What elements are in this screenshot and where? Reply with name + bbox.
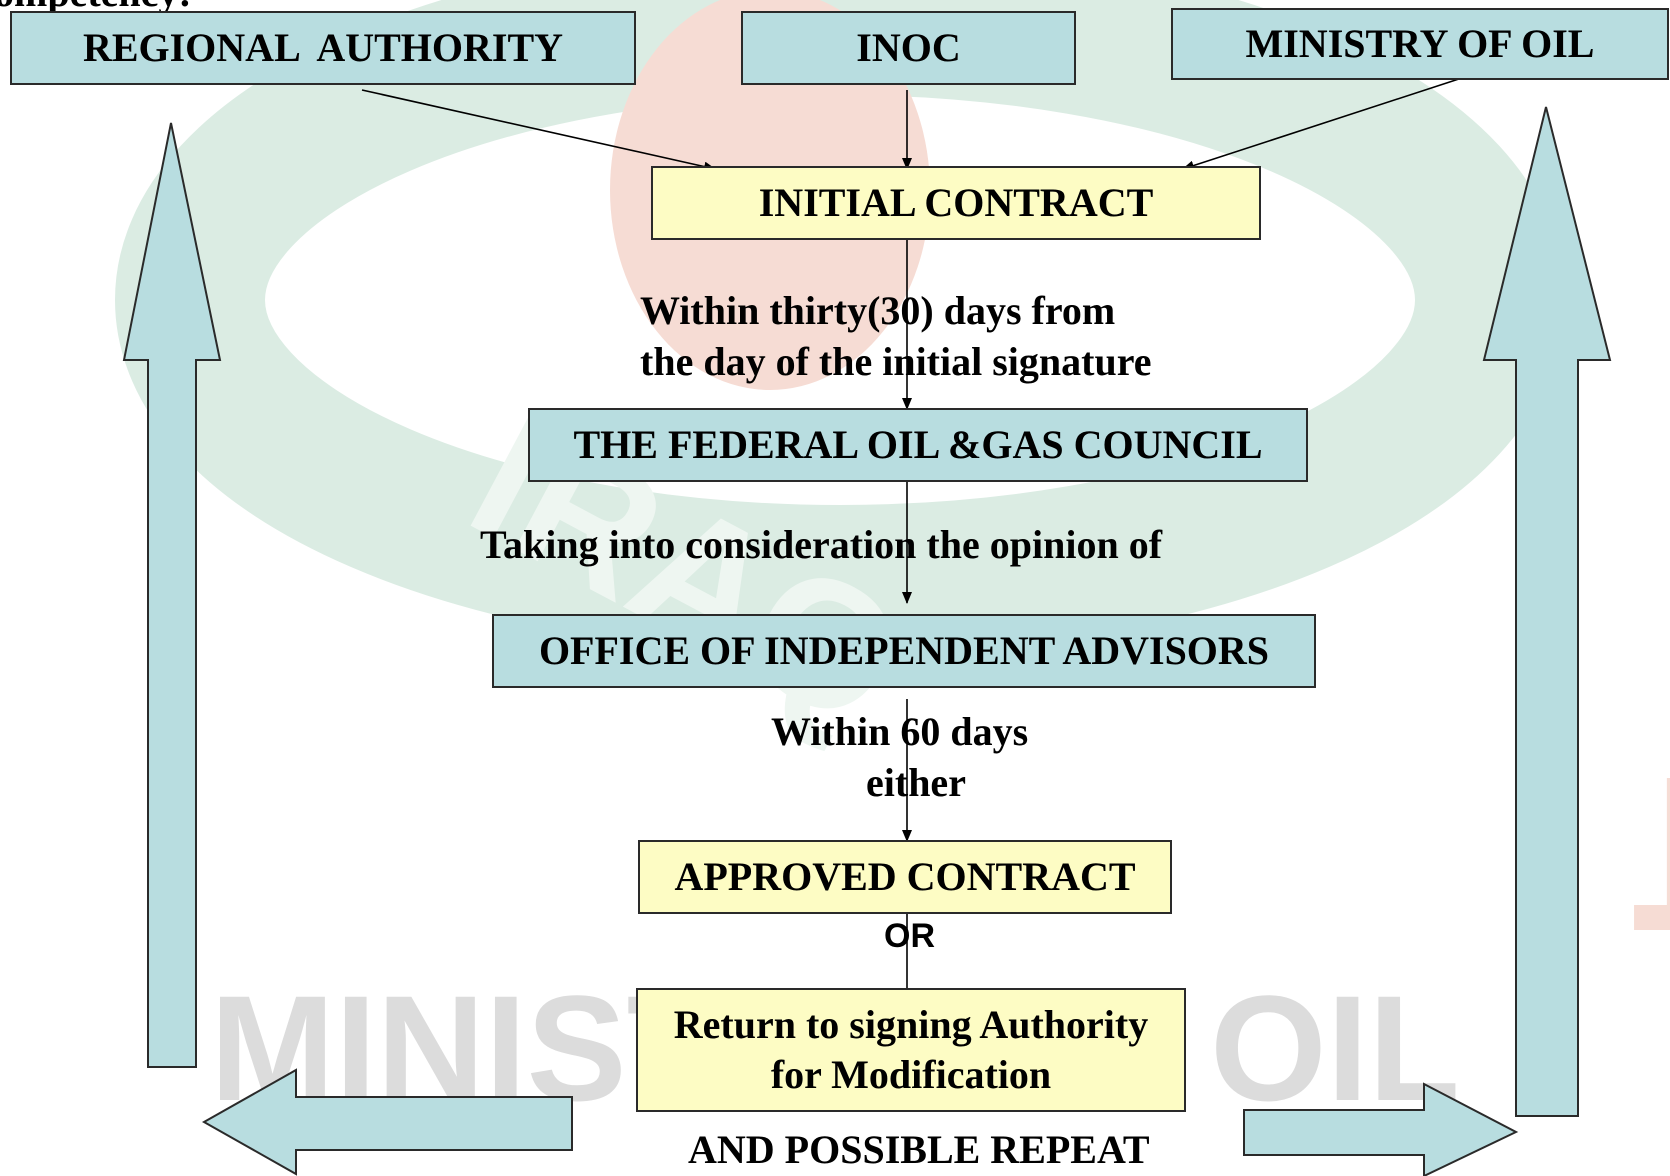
arrow-ministry-to-initial [1182, 75, 1469, 171]
step3-note-line2: either [866, 760, 966, 805]
federal-council-box: THE FEDERAL OIL &GAS COUNCIL [528, 408, 1308, 482]
arrow-regional-to-initial [361, 89, 716, 172]
or-label: OR [884, 917, 935, 955]
return-box-line1: Return to signing Authority [673, 1002, 1149, 1047]
big-up-arrow-right [1482, 106, 1612, 1117]
return-box-line2: for Modification [770, 1052, 1052, 1097]
federal-council-label: THE FEDERAL OIL &GAS COUNCIL [573, 422, 1263, 467]
step2-note: Taking into consideration the opinion of [480, 522, 1163, 567]
watermark-arabic-text: وزارة النفط [1620, 745, 1670, 979]
big-up-arrow-left [122, 122, 222, 1068]
ministry-of-oil-box: MINISTRY OF OIL [1171, 8, 1669, 80]
regional-authority-box: REGIONAL AUTHORITY [10, 11, 636, 85]
inoc-label: INOC [856, 25, 961, 70]
advisors-office-label: OFFICE OF INDEPENDENT ADVISORS [538, 628, 1270, 673]
step1-note-line2: the day of the initial signature [640, 339, 1152, 384]
return-to-signing-authority-box: Return to signing Authority for Modifica… [636, 988, 1186, 1112]
approved-contract-box: APPROVED CONTRACT [638, 840, 1172, 914]
inoc-box: INOC [741, 11, 1076, 85]
step1-note-line1: Within thirty(30) days from [640, 288, 1116, 333]
regional-authority-label: REGIONAL AUTHORITY [82, 25, 564, 70]
big-right-arrow [1243, 1082, 1519, 1176]
advisors-office-box: OFFICE OF INDEPENDENT ADVISORS [492, 614, 1316, 688]
step3-note-line1: Within 60 days [771, 709, 1029, 754]
initial-contract-label: INITIAL CONTRACT [758, 180, 1154, 225]
initial-contract-box: INITIAL CONTRACT [651, 166, 1261, 240]
big-left-arrow [201, 1068, 573, 1176]
ministry-of-oil-label: MINISTRY OF OIL [1245, 21, 1595, 66]
approved-contract-label: APPROVED CONTRACT [674, 854, 1136, 899]
possible-repeat-label: AND POSSIBLE REPEAT [688, 1127, 1150, 1172]
